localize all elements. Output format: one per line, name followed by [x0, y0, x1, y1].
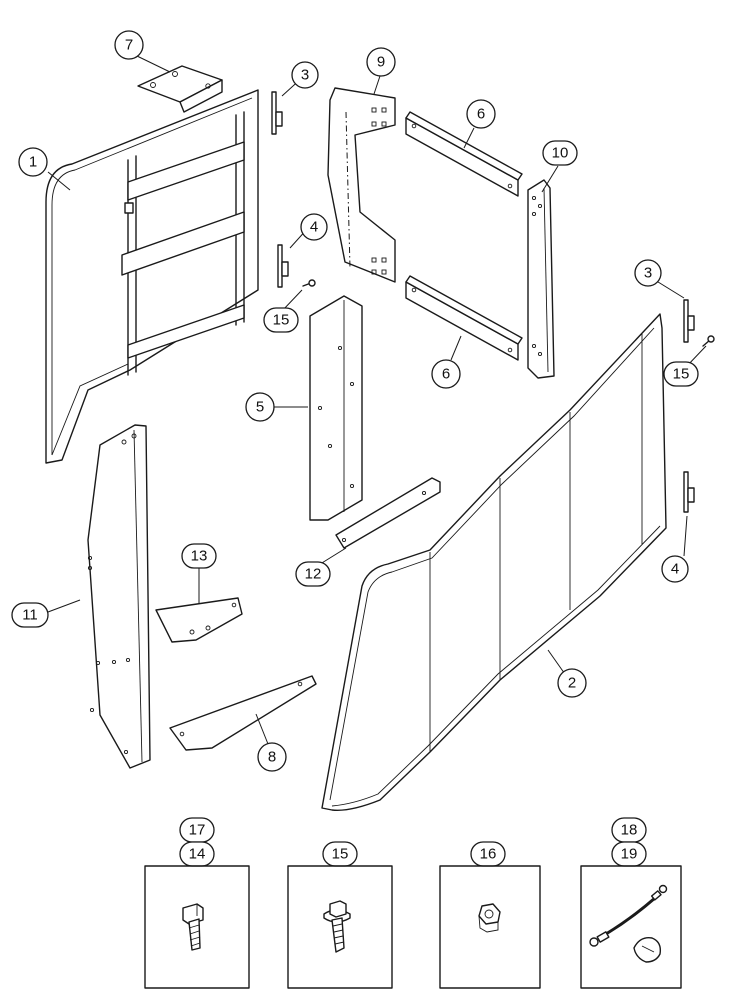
- svg-text:11: 11: [22, 607, 38, 624]
- svg-text:19: 19: [621, 846, 638, 863]
- svg-text:6: 6: [477, 106, 485, 123]
- svg-text:3: 3: [301, 67, 309, 84]
- svg-text:13: 13: [191, 548, 208, 565]
- part-15-screw-right: [702, 335, 715, 347]
- part-15-screw-center: [302, 279, 316, 287]
- callout-6-upper: 6: [466, 99, 496, 129]
- callout-10: 10: [542, 140, 578, 166]
- part-2-right-door: [321, 313, 667, 811]
- callout-12: 12: [295, 561, 331, 587]
- part-4-hinge-center: [277, 244, 289, 288]
- svg-text:4: 4: [310, 219, 318, 236]
- callout-9: 9: [366, 47, 396, 77]
- svg-text:15: 15: [332, 846, 349, 863]
- hex-bolt-icon: [182, 903, 204, 951]
- flange-bolt-icon: [323, 900, 351, 953]
- callout-15-right: 15: [663, 361, 699, 387]
- svg-text:17: 17: [189, 822, 206, 839]
- part-8-support: [169, 675, 317, 751]
- callout-15-upper: 15: [263, 307, 299, 333]
- svg-text:8: 8: [268, 749, 276, 766]
- svg-text:5: 5: [256, 399, 264, 416]
- callout-4-right: 4: [661, 555, 689, 583]
- part-7-bracket: [137, 65, 223, 113]
- part-3-hinge-right: [683, 299, 695, 343]
- part-13-gusset: [155, 597, 243, 643]
- part-9-rear-panel: [327, 87, 396, 283]
- svg-text:18: 18: [621, 822, 638, 839]
- svg-text:16: 16: [480, 846, 497, 863]
- callout-5: 5: [245, 392, 275, 422]
- hardware-box-16: 16: [439, 841, 541, 989]
- hardware-box-17-14: 17 14: [144, 817, 250, 989]
- part-6-upper-channel: [405, 111, 523, 197]
- part-1-left-door: [45, 89, 259, 464]
- callout-6-lower: 6: [431, 359, 461, 389]
- svg-text:2: 2: [568, 675, 576, 692]
- ground-strap-icon: [589, 884, 668, 963]
- hardware-box-18-19: 18 19: [580, 817, 682, 989]
- svg-text:14: 14: [189, 846, 206, 863]
- svg-text:15: 15: [273, 312, 290, 329]
- callout-1: 1: [18, 147, 48, 177]
- svg-text:9: 9: [377, 54, 385, 71]
- part-5-upright: [309, 295, 363, 521]
- svg-text:1: 1: [29, 154, 37, 171]
- callout-3-right: 3: [634, 259, 662, 287]
- svg-text:7: 7: [125, 37, 133, 54]
- callout-2: 2: [557, 668, 587, 698]
- callout-3-upper: 3: [291, 61, 319, 89]
- part-4-hinge-right: [683, 471, 695, 513]
- part-11-left-panel: [87, 424, 151, 769]
- callout-8: 8: [257, 742, 287, 772]
- svg-text:12: 12: [305, 566, 322, 583]
- part-10-post: [527, 179, 555, 379]
- svg-text:4: 4: [671, 561, 679, 578]
- svg-text:6: 6: [442, 366, 450, 383]
- part-12-brace: [335, 477, 441, 549]
- svg-text:10: 10: [552, 145, 569, 162]
- part-3-hinge-left: [271, 91, 283, 135]
- callout-13: 13: [181, 543, 217, 569]
- svg-text:3: 3: [644, 265, 652, 282]
- callout-4-upper: 4: [300, 213, 328, 241]
- callout-11: 11: [11, 602, 49, 628]
- hex-nut-icon: [478, 903, 501, 933]
- part-6-lower-channel: [405, 275, 523, 361]
- callout-7: 7: [114, 30, 144, 60]
- hardware-box-15: 15: [287, 841, 393, 989]
- svg-text:15: 15: [673, 366, 690, 383]
